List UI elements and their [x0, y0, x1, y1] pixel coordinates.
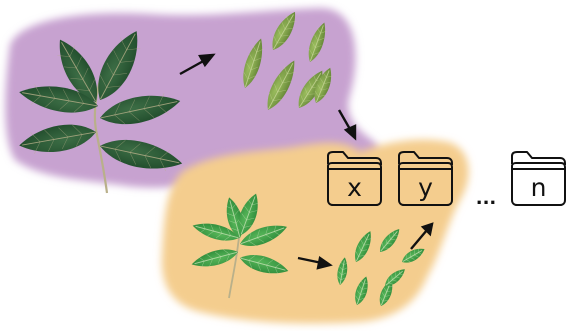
folder-label-n: n [531, 173, 547, 202]
ellipsis: ... [476, 188, 497, 209]
folder-n: n [512, 152, 565, 205]
folder-label-x: x [347, 173, 362, 202]
folder-label-y: y [418, 173, 433, 202]
